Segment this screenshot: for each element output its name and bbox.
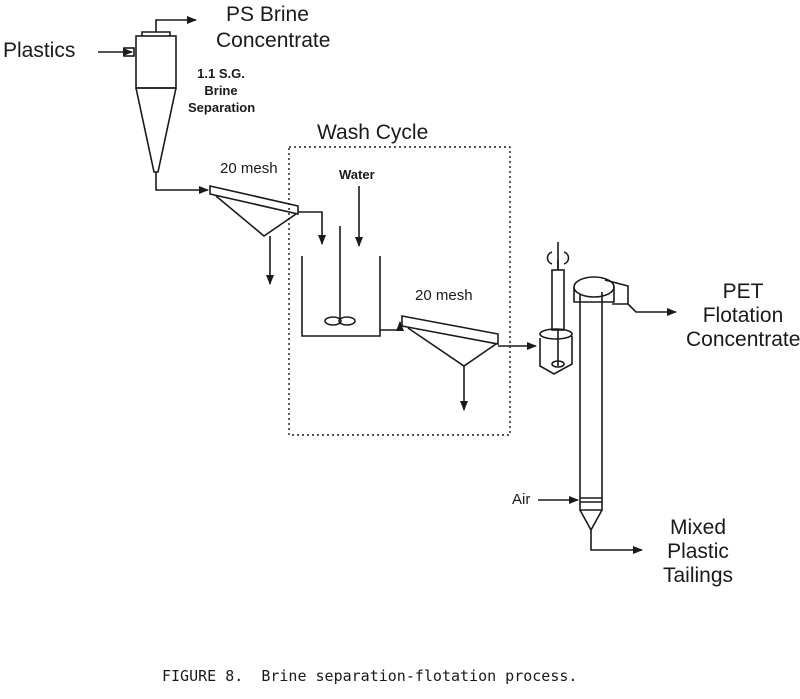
wash-tank [301,226,381,337]
mixed-tailings-line1: Mixed [669,516,727,539]
water-label: Water [339,167,375,182]
pet-label-line1: PET [722,280,764,303]
air-label: Air [512,491,531,508]
wash-cycle-box [288,146,511,436]
wash-cycle-title: Wash Cycle [317,121,429,144]
hydrocyclone [135,31,177,173]
mesh-label-2: 20 mesh [415,287,473,304]
figure-caption: FIGURE 8. Brine separation-flotation pro… [162,667,578,685]
cyclone-underflow-line [155,172,209,194]
tailings-arrow [590,530,643,554]
flotation-column [539,242,629,532]
sg-label-line1: 1.1 S.G. [197,66,245,81]
feed-inlet-nozzle [123,47,135,57]
mesh-label-1: 20 mesh [220,160,278,177]
sg-label-line3: Separation [188,100,256,115]
tank-to-screen-2-line [380,321,404,331]
screen-1 [209,184,299,238]
screen-2 [401,315,499,367]
pet-label-line3: Concentrate [686,328,800,351]
plastics-label: Plastics [3,39,76,62]
mixed-tailings-line3: Tailings [662,564,734,587]
pet-label-line2: Flotation [702,304,784,327]
ps-brine-label-line1: PS Brine [226,3,309,26]
ps-brine-overflow-arrow [155,16,197,32]
mixed-tailings-line2: Plastic [667,540,729,563]
pet-concentrate-arrow [627,303,677,316]
ps-brine-label-line2: Concentrate [216,29,331,52]
screen-1-oversize-line [298,211,326,245]
sg-label-line2: Brine [204,83,238,98]
